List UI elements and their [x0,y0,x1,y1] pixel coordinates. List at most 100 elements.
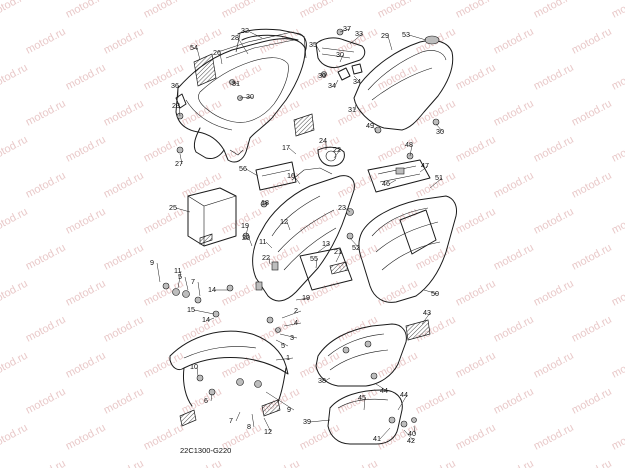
watermark-text: motod.ru [102,386,146,417]
watermark-text: motod.ru [570,170,614,201]
callout-number: 12 [280,217,288,226]
callout-leader [286,221,291,231]
callout-number: 19 [302,293,310,302]
watermark-text: motod.ru [610,134,625,165]
callout-number: 2 [294,306,298,315]
callout-number: 44 [380,386,388,395]
callout-number: 9 [150,258,154,267]
callout-number: 49 [366,121,374,130]
watermark-text: motod.ru [0,350,30,381]
watermark-text: motod.ru [102,458,146,468]
callout-leader [413,425,416,435]
callout-number: 7 [229,416,233,425]
watermark-text: motod.ru [532,206,576,237]
watermark-text: motod.ru [0,134,30,165]
callout-leader [248,237,253,247]
watermark-text: motod.ru [570,386,614,417]
callout-number: 6 [204,396,208,405]
leader-lines [156,28,444,442]
watermark-text: motod.ru [64,206,108,237]
callout-number: 30 [336,50,344,59]
callout-number: 24 [319,136,327,145]
callout-number: 14 [208,285,216,294]
watermark-text: motod.ru [180,458,224,468]
callout-number: 18 [261,198,269,207]
callout-leader [408,34,427,41]
watermark-text: motod.ru [336,458,380,468]
center-bracket [299,247,353,291]
front-fender [169,330,289,407]
watermark-text: motod.ru [64,62,108,93]
callout-number: 42 [407,436,415,445]
watermark-text: motod.ru [24,26,68,57]
callout-leader [387,35,393,51]
watermark-text: motod.ru [298,0,342,21]
callout-number: 41 [373,434,381,443]
watermark-text: motod.ru [298,206,342,237]
side-cover-right [353,35,454,131]
callout-number: 25 [169,203,177,212]
watermark-text: motod.ru [220,62,264,93]
callout-leader [315,258,318,269]
callout-leader [219,52,223,65]
callout-number: 28 [231,33,239,42]
watermark-text: motod.ru [376,134,420,165]
watermark-text: motod.ru [258,458,302,468]
mudflap [255,161,297,191]
watermark-text: motod.ru [64,134,108,165]
callout-leader [231,81,240,85]
watermark-text: motod.ru [64,350,108,381]
callout-leader [335,251,342,263]
callout-leader [196,47,201,61]
callout-leader [309,419,331,423]
callout-leader [334,79,339,87]
callout-leader [265,391,295,411]
callout-leader [421,312,431,325]
callout-number: 31 [348,105,356,114]
callout-number: 9 [287,405,291,414]
watermark-text: motod.ru [570,242,614,273]
top-fastener-cluster [315,28,366,81]
callout-number: 55 [310,254,318,263]
callout-leader [237,37,249,55]
callout-leader [344,207,351,213]
callout-leader [245,168,259,177]
callout-number: 34 [328,81,336,90]
watermark-text: motod.ru [454,206,498,237]
callout-leader [397,394,408,411]
watermark-text: motod.ru [180,170,224,201]
watermark-text: motod.ru [180,386,224,417]
callout-leader [263,417,272,433]
callout-leader [279,333,298,339]
callout-number: 16 [287,171,295,180]
callout-number: 20 [242,233,250,242]
watermark-text: motod.ru [298,422,342,453]
callout-leader [179,153,183,165]
callout-leader [409,144,413,157]
callout-leader [354,103,357,111]
callout-leader [419,165,429,173]
watermark-text: motod.ru [532,62,576,93]
watermark-text: motod.ru [492,26,536,57]
callout-leader [265,241,273,249]
callout-leader [388,179,397,185]
hatched-parts [179,113,315,427]
watermark-text: motod.ru [610,422,625,453]
callout-number: 54 [190,43,198,52]
callout-leader [239,96,254,99]
watermark-text: motod.ru [376,62,420,93]
callout-leader [339,54,344,63]
callout-leader [423,289,439,295]
callout-leader [315,44,321,53]
callout-number: 11 [174,266,181,275]
callout-number: 35 [309,40,317,49]
watermark-text: motod.ru [570,314,614,345]
watermark-text: motod.ru [142,206,186,237]
watermark-text: motod.ru [532,134,576,165]
watermark-text: motod.ru [454,350,498,381]
seat-cowling [175,31,306,163]
watermark-text: motod.ru [570,26,614,57]
